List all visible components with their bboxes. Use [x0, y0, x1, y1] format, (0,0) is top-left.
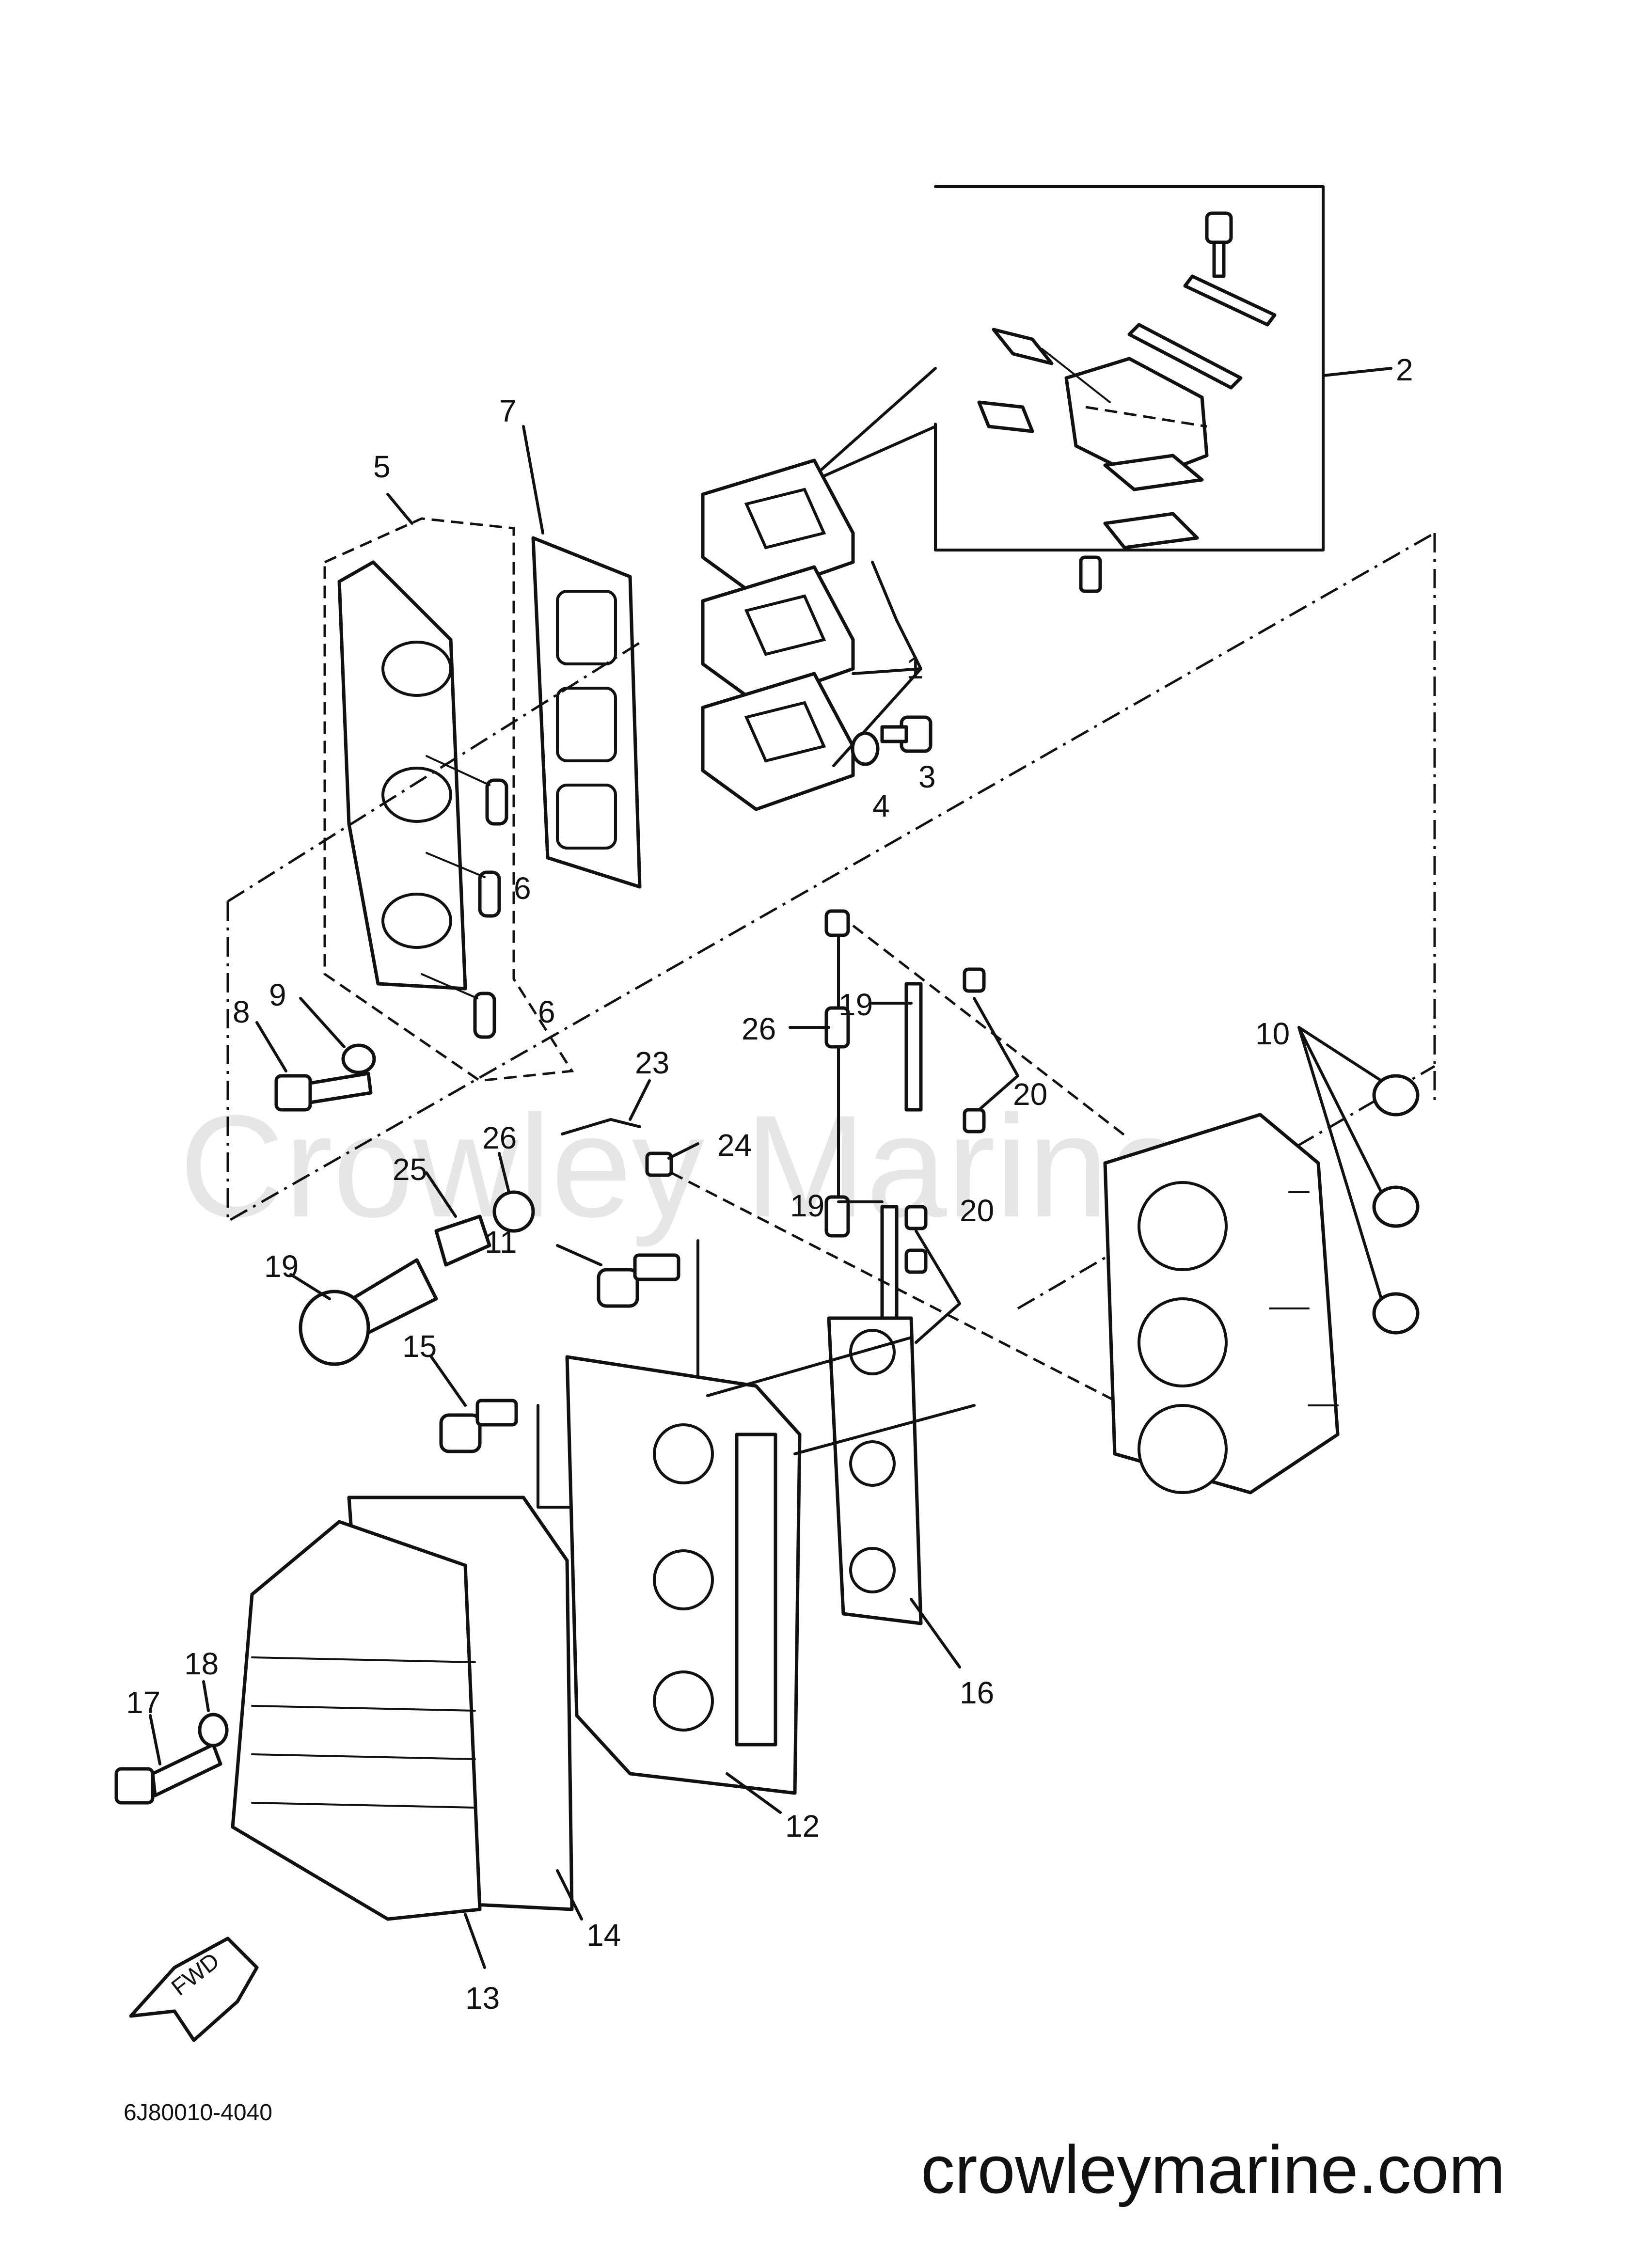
- callout-19a: 19: [838, 987, 873, 1022]
- pin-6b: [478, 870, 501, 918]
- leader-1a: [871, 561, 922, 670]
- callout-13: 13: [465, 1981, 500, 2016]
- callout-8: 8: [233, 994, 250, 1029]
- clip-20b: [963, 1108, 986, 1134]
- plate-24: [434, 1214, 491, 1267]
- callout-1: 1: [906, 650, 924, 685]
- callout-15: 15: [402, 1329, 437, 1364]
- bolt-17: [114, 1743, 222, 1805]
- screw-11: [597, 1253, 680, 1308]
- leader-9: [299, 997, 346, 1048]
- leader-5: [386, 493, 413, 525]
- reed-valve-detail-inset: [803, 185, 1325, 593]
- callout-23: 24: [717, 1128, 752, 1163]
- centre-line-a: [226, 532, 1436, 1224]
- fwd-arrow: FWD: [129, 1937, 259, 2042]
- washer-25: [492, 1190, 535, 1233]
- clip-10b: [1372, 1185, 1420, 1228]
- callout-20b: 20: [960, 1193, 994, 1228]
- callout-19b: 19: [790, 1188, 824, 1223]
- website-text: crowleymarine.com: [921, 2131, 1505, 2207]
- shaft-21: [299, 1258, 438, 1366]
- callout-12: 12: [785, 1809, 820, 1843]
- diagram-code: 6J80010-4040: [124, 2100, 272, 2126]
- callout-6a: 6: [514, 871, 531, 906]
- pin-6c: [473, 992, 496, 1039]
- callout-3: 3: [918, 759, 936, 794]
- leader-8: [255, 1021, 287, 1072]
- callout-17: 17: [126, 1685, 160, 1720]
- callout-6b: 6: [538, 994, 555, 1029]
- callout-20a: 20: [1013, 1077, 1047, 1112]
- intake-manifold-5: [323, 517, 574, 1082]
- callout-7: 7: [499, 394, 517, 428]
- washer-18: [198, 1713, 229, 1748]
- callout-5: 5: [373, 449, 391, 484]
- clip-10c: [1372, 1292, 1420, 1335]
- silencer-body-12: [565, 1355, 802, 1795]
- link-rod-26: [824, 909, 850, 1238]
- callout-21: 19: [264, 1249, 299, 1284]
- reed-valve-assemblies: [701, 458, 855, 811]
- callout-2: 2: [1396, 352, 1413, 387]
- callout-9: 9: [269, 977, 286, 1012]
- pin-6a: [485, 778, 508, 826]
- clip-20a: [963, 967, 986, 993]
- watermark-text: Crowley Marine: [179, 1085, 1189, 1248]
- leader-7: [522, 425, 544, 535]
- callout-16: 16: [960, 1675, 994, 1710]
- callout-25: 26: [482, 1120, 517, 1155]
- leader-1c: [832, 667, 922, 767]
- leader-2: [1322, 367, 1392, 377]
- carburetor-assembly: [1103, 1113, 1340, 1495]
- leader-1b: [852, 667, 922, 675]
- clip-20c: [904, 1205, 928, 1230]
- screw-3: [880, 715, 933, 753]
- clip-10a: [1372, 1074, 1420, 1117]
- gasket-16: [827, 1316, 923, 1625]
- washer-9: [341, 1043, 376, 1074]
- callout-11: 11: [485, 1225, 517, 1260]
- callout-22: 23: [635, 1045, 669, 1080]
- bolt-8: [274, 1071, 373, 1112]
- callout-18: 18: [184, 1646, 219, 1681]
- washer-4: [851, 731, 880, 766]
- gasket-7: [531, 536, 642, 889]
- silencer-cover-13: [231, 1520, 482, 1921]
- screw-15: [439, 1399, 518, 1453]
- callout-14: 14: [586, 1918, 621, 1953]
- callout-26: 26: [742, 1011, 776, 1046]
- nut-23: [645, 1151, 673, 1177]
- hose-19a: [904, 982, 923, 1112]
- clip-20d: [904, 1248, 928, 1274]
- link-22: [561, 1118, 641, 1135]
- callout-4: 4: [872, 788, 890, 823]
- callout-10: 10: [1255, 1016, 1290, 1051]
- callout-24: 25: [393, 1152, 427, 1187]
